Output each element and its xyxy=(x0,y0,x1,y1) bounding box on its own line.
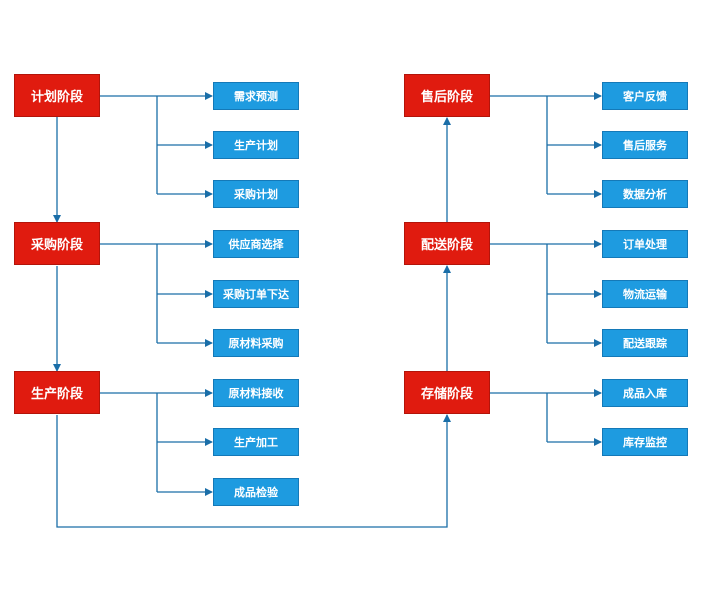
task-plan-1: 需求预测 xyxy=(213,82,299,110)
stage-aftersales: 售后阶段 xyxy=(404,74,490,117)
task-purchase-3: 原材料采购 xyxy=(213,329,299,357)
task-aftersales-1: 客户反馈 xyxy=(602,82,688,110)
task-purchase-2: 采购订单下达 xyxy=(213,280,299,308)
task-plan-2: 生产计划 xyxy=(213,131,299,159)
stage-storage: 存储阶段 xyxy=(404,371,490,414)
task-aftersales-2: 售后服务 xyxy=(602,131,688,159)
stage-purchase: 采购阶段 xyxy=(14,222,100,265)
task-plan-3: 采购计划 xyxy=(213,180,299,208)
stage-production: 生产阶段 xyxy=(14,371,100,414)
task-aftersales-3: 数据分析 xyxy=(602,180,688,208)
task-delivery-2: 物流运输 xyxy=(602,280,688,308)
task-storage-2: 库存监控 xyxy=(602,428,688,456)
stage-plan: 计划阶段 xyxy=(14,74,100,117)
task-delivery-3: 配送跟踪 xyxy=(602,329,688,357)
task-delivery-1: 订单处理 xyxy=(602,230,688,258)
task-production-2: 生产加工 xyxy=(213,428,299,456)
task-production-3: 成品检验 xyxy=(213,478,299,506)
flow-production-to-storage xyxy=(56,414,451,528)
task-production-1: 原材料接收 xyxy=(213,379,299,407)
task-purchase-1: 供应商选择 xyxy=(213,230,299,258)
task-storage-1: 成品入库 xyxy=(602,379,688,407)
stage-delivery: 配送阶段 xyxy=(404,222,490,265)
